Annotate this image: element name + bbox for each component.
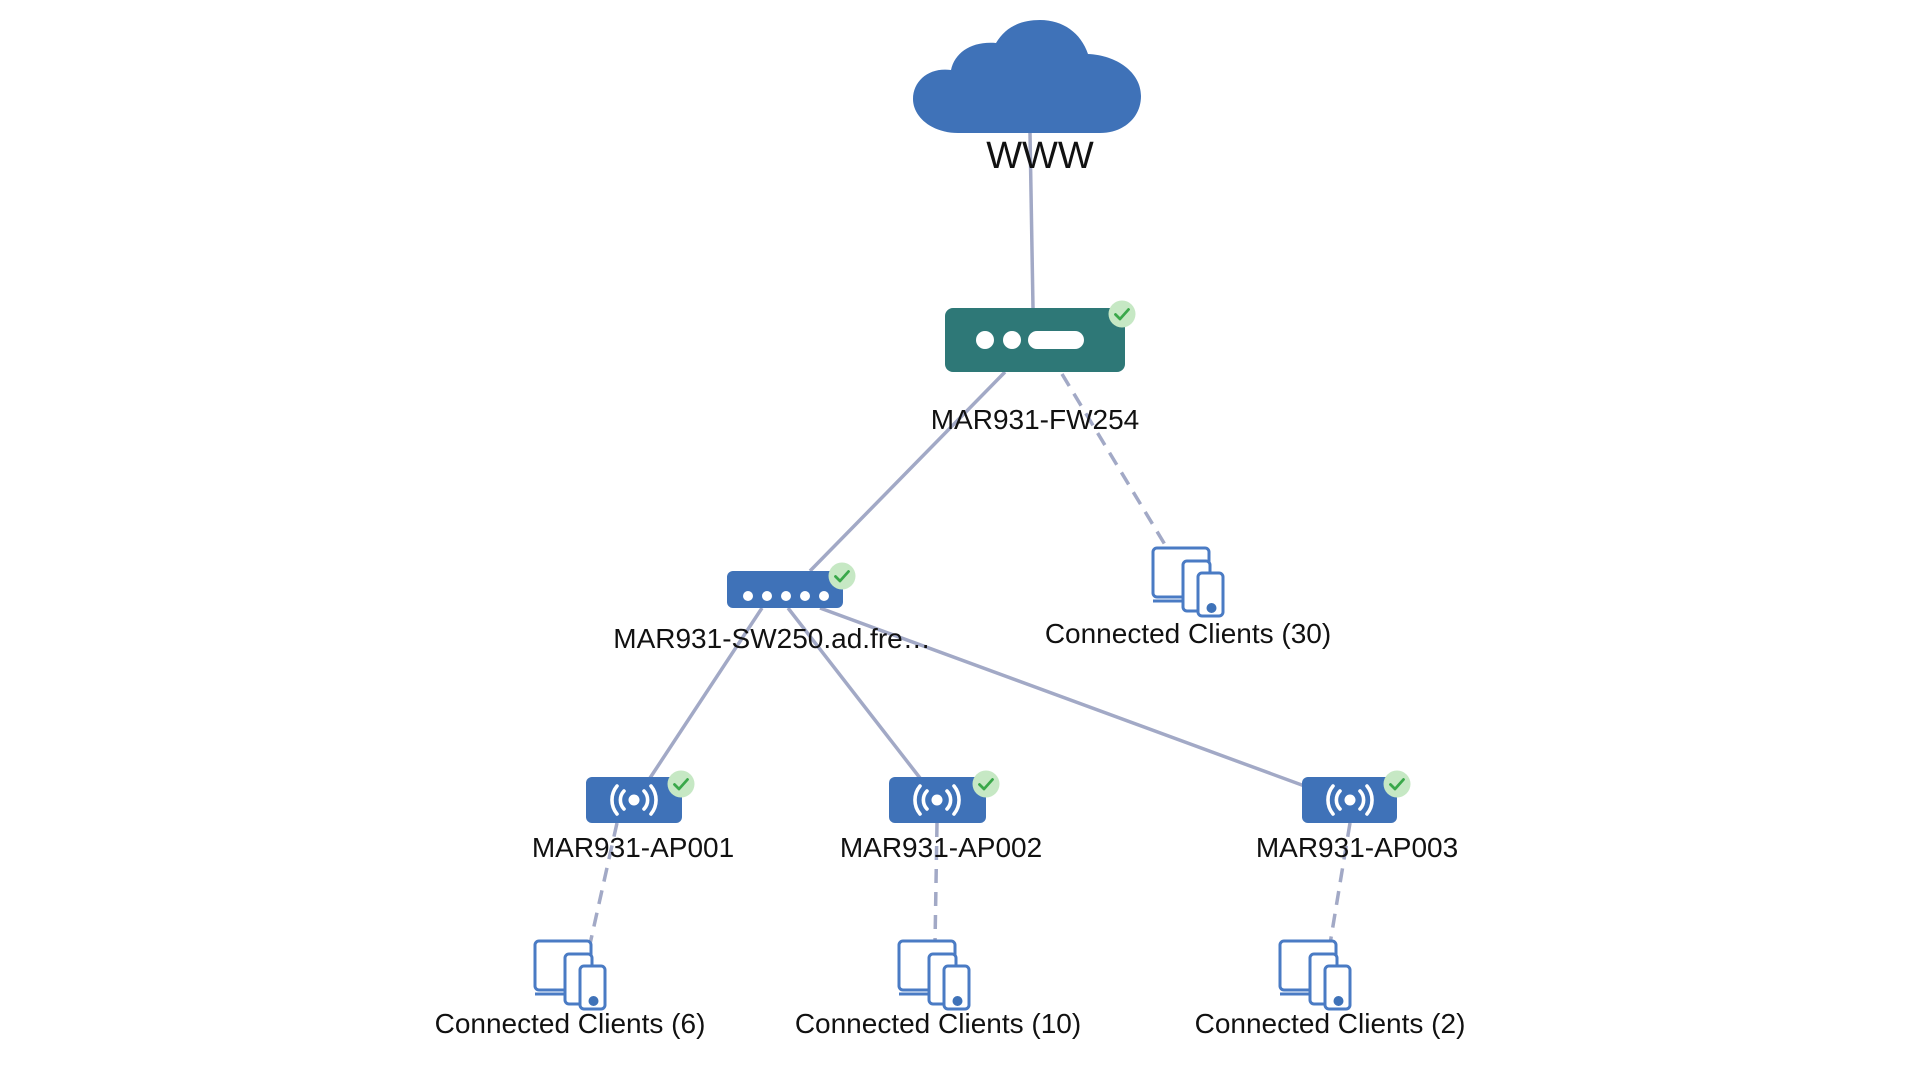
node-ap003[interactable]: MAR931-AP003 xyxy=(1256,769,1458,864)
status-ok-icon xyxy=(827,561,857,591)
switch-icon xyxy=(727,571,843,608)
node-ap002-clients[interactable]: Connected Clients (10) xyxy=(795,939,1081,1039)
link-ap003-clients xyxy=(1328,822,1352,945)
node-ap001-clients[interactable]: Connected Clients (6) xyxy=(435,939,706,1039)
link-switch-ap002 xyxy=(786,606,922,780)
switch-label: MAR931-SW250.ad.fre… xyxy=(613,623,930,654)
node-ap002[interactable]: MAR931-AP002 xyxy=(840,769,1042,864)
cloud-icon xyxy=(913,20,1141,133)
ap002-clients-label: Connected Clients (10) xyxy=(795,1008,1081,1039)
clients-icon xyxy=(1151,546,1225,618)
node-firewall[interactable]: MAR931-FW254 xyxy=(931,299,1140,436)
ap001-clients-label: Connected Clients (6) xyxy=(435,1008,706,1039)
ap003-clients-label: Connected Clients (2) xyxy=(1195,1008,1466,1039)
status-ok-icon xyxy=(971,769,1001,799)
link-ap001-clients xyxy=(588,822,619,945)
link-firewall-switch xyxy=(808,370,1007,573)
status-ok-icon xyxy=(1107,299,1137,329)
node-internet[interactable]: WWW xyxy=(913,20,1141,177)
firewall-icon xyxy=(945,308,1125,372)
ap003-label: MAR931-AP003 xyxy=(1256,832,1458,863)
node-ap001[interactable]: MAR931-AP001 xyxy=(532,769,734,864)
link-firewall-clients xyxy=(1060,373,1172,554)
status-ok-icon xyxy=(1382,769,1412,799)
ap002-label: MAR931-AP002 xyxy=(840,832,1042,863)
link-ap002-clients xyxy=(933,822,939,945)
clients-icon xyxy=(897,939,971,1011)
node-ap003-clients[interactable]: Connected Clients (2) xyxy=(1195,939,1466,1039)
fw-clients-label: Connected Clients (30) xyxy=(1045,618,1331,649)
clients-icon xyxy=(1278,939,1352,1011)
node-fw-clients[interactable]: Connected Clients (30) xyxy=(1045,546,1331,649)
internet-label: WWW xyxy=(986,135,1094,177)
clients-icon xyxy=(533,939,607,1011)
link-switch-ap003 xyxy=(819,606,1311,790)
link-internet-firewall xyxy=(1028,132,1035,309)
link-switch-ap001 xyxy=(648,607,764,779)
ap001-label: MAR931-AP001 xyxy=(532,832,734,863)
node-switch[interactable]: MAR931-SW250.ad.fre… xyxy=(613,561,931,655)
firewall-label: MAR931-FW254 xyxy=(931,404,1140,435)
links-layer xyxy=(588,132,1352,945)
status-ok-icon xyxy=(666,769,696,799)
